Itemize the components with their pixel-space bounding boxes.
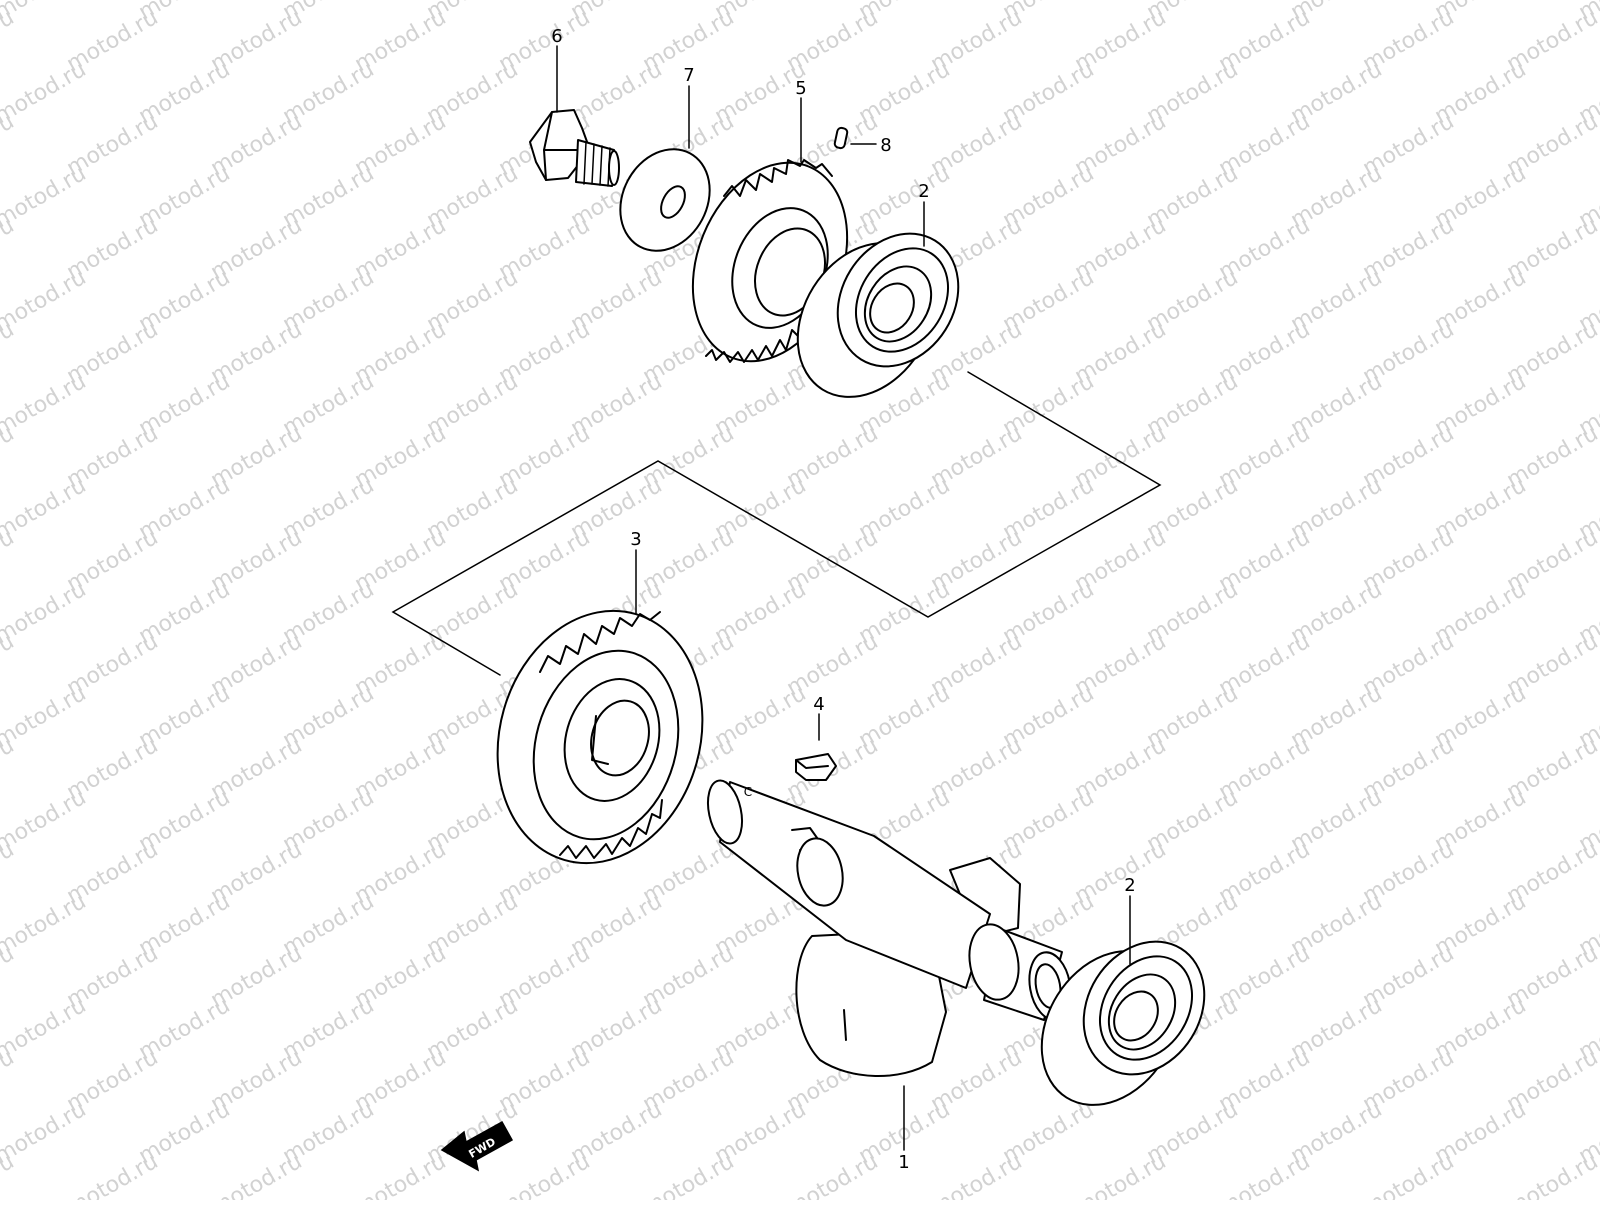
watermark-text: motod.ru: [495, 1149, 595, 1200]
watermark-text: motod.ru: [1071, 1149, 1171, 1200]
watermark-text: motod.ru: [0, 265, 90, 337]
watermark-text: motod.ru: [0, 369, 90, 441]
watermark-text: motod.ru: [0, 57, 90, 129]
watermark-text: motod.ru: [1503, 1149, 1600, 1200]
callout-2-lower: 2: [1124, 875, 1135, 896]
watermark-text: motod.ru: [1215, 1149, 1315, 1200]
part-6-bolt: [530, 110, 619, 186]
watermark-text: motod.ru: [1359, 1149, 1459, 1200]
watermark-text: motod.ru: [639, 1149, 739, 1200]
callout-6: 6: [551, 26, 562, 47]
watermark-text: motod.ru: [0, 889, 90, 961]
watermark-text: motod.ru: [0, 785, 90, 857]
watermark-text: motod.ru: [63, 1149, 163, 1200]
callout-7: 7: [683, 65, 694, 86]
watermark-text: motod.ru: [0, 161, 90, 233]
watermark-text: motod.ru: [351, 1149, 451, 1200]
callout-5: 5: [795, 78, 806, 99]
watermark-text: motod.ru: [0, 473, 90, 545]
watermark-text: motod.ru: [0, 1097, 90, 1169]
watermark-text: motod.ru: [0, 681, 90, 753]
watermark-text: motod.ru: [0, 577, 90, 649]
watermark-text: motod.ru: [783, 1149, 883, 1200]
watermark-text: motod.ru: [0, 993, 90, 1065]
watermark-text: motod.ru: [927, 1149, 1027, 1200]
callout-1: 1: [898, 1152, 909, 1173]
part-3-gear: [469, 586, 732, 887]
callout-8: 8: [880, 135, 891, 156]
callout-2-upper: 2: [918, 181, 929, 202]
mark-c: C: [744, 785, 752, 799]
watermark-text: motod.ru: [207, 1149, 307, 1200]
callout-4: 4: [813, 694, 824, 715]
part-4-key: [796, 754, 836, 780]
callout-3: 3: [630, 529, 641, 550]
